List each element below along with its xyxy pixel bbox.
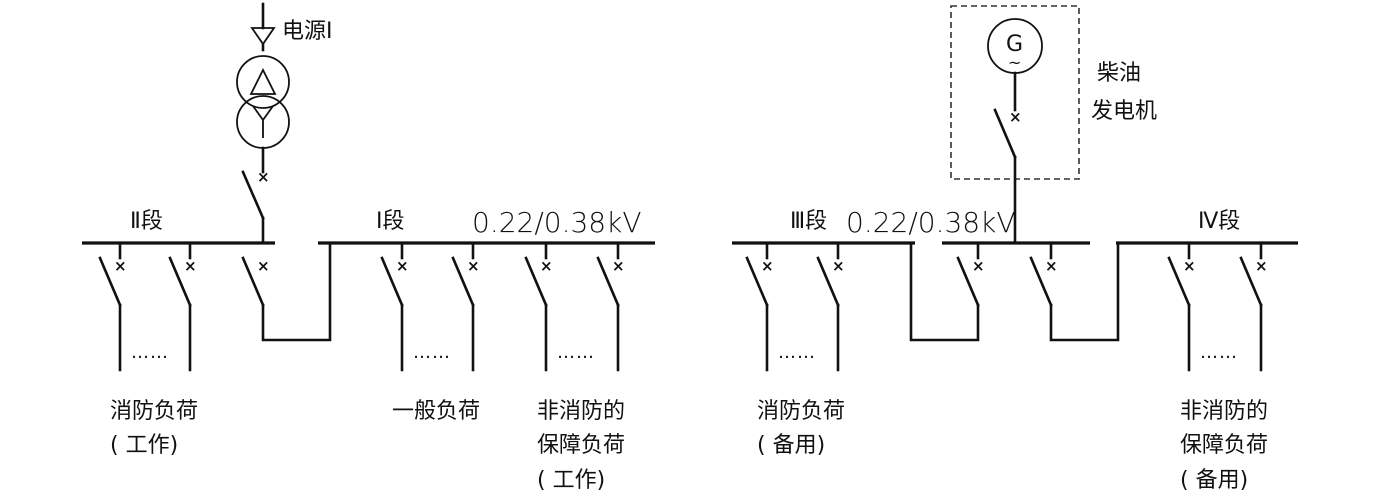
load-label-line: 非消防的 (537, 399, 625, 424)
breaker-mark: × (184, 257, 197, 275)
load-label-line: 消防负荷 (110, 399, 198, 424)
load-label-fire-work: 消防负荷 ( 工作) (110, 399, 198, 458)
ellipsis-nonfire-backup: …… (1200, 342, 1238, 363)
section-4-label: Ⅳ段 (1198, 209, 1240, 234)
load-label-line: ( 备用) (757, 433, 825, 458)
load-label-line: 保障负荷 (537, 433, 625, 458)
tie-breaker-right-2: × (1029, 241, 1120, 342)
switch-blade (524, 256, 548, 307)
transformer-icon (236, 55, 290, 149)
load-label-line: 非消防的 (1180, 399, 1268, 424)
switch-blade (380, 256, 404, 307)
generator-wave-icon: ~ (1008, 53, 1021, 72)
ellipsis-general: …… (413, 342, 451, 363)
power-source-incomer: 电源Ⅰ (250, 2, 333, 52)
load-label-line: 消防负荷 (757, 399, 845, 424)
feeder-fire-backup-2: × (816, 241, 845, 372)
feeder-general-1: × (380, 241, 409, 372)
load-label-fire-backup: 消防负荷 ( 备用) (757, 399, 845, 458)
feeder-nonfire-work-1: × (524, 241, 553, 372)
load-label-nonfire-work: 非消防的 保障负荷 ( 工作) (537, 399, 625, 493)
load-label-general: 一般负荷 (392, 399, 480, 424)
feeder-fire-work-2: × (168, 241, 197, 372)
load-label-line: ( 备用) (1180, 468, 1248, 493)
tie-right-1-breaker-mark: × (972, 257, 985, 275)
switch-blade (745, 256, 769, 307)
incomer-switch-blade (241, 170, 265, 220)
tie-left-breaker-mark: × (257, 257, 270, 275)
generator-breaker-mark: × (1009, 108, 1022, 126)
load-label-nonfire-backup: 非消防的 保障负荷 ( 备用) (1180, 399, 1268, 493)
tie-left-switch-blade (241, 256, 265, 307)
switch-blade (816, 256, 840, 307)
load-label-line: ( 工作) (110, 433, 178, 458)
breaker-mark: × (832, 257, 845, 275)
breaker-mark: × (1255, 257, 1268, 275)
wye-winding-icon (252, 105, 274, 138)
tie-breaker-left: × (241, 241, 332, 342)
feeder-fire-work-1: × (98, 241, 127, 372)
incomer-breaker: × (241, 146, 270, 245)
source-label: 电源Ⅰ (282, 19, 333, 44)
switch-blade (1239, 256, 1263, 307)
transformer-primary-winding (236, 55, 290, 109)
generator-switch-blade (993, 108, 1017, 159)
section-1-label: Ⅰ段 (376, 209, 405, 234)
tie-right-1-switch-blade (956, 256, 980, 307)
source-arrow-icon (250, 27, 276, 46)
feeder-nonfire-work-2: × (596, 241, 625, 372)
ellipsis-fire-work: …… (131, 342, 169, 363)
breaker-mark: × (1183, 257, 1196, 275)
feeder-nonfire-backup-1: × (1167, 241, 1196, 372)
switch-blade (596, 256, 620, 307)
tie-breaker-right-1: × (909, 241, 985, 342)
section-2-label: Ⅱ段 (130, 209, 163, 234)
generator-label-line2: 发电机 (1091, 99, 1157, 124)
delta-winding-icon (249, 67, 277, 95)
tie-right-2-switch-blade (1029, 256, 1053, 307)
ellipsis-nonfire-work: …… (557, 342, 595, 363)
breaker-mark: × (467, 257, 480, 275)
breaker-mark: × (114, 257, 127, 275)
generator-label-line1: 柴油 (1097, 61, 1141, 86)
switch-blade (168, 256, 192, 307)
feeder-general-2: × (451, 241, 480, 372)
switch-blade (1167, 256, 1191, 307)
breaker-mark: × (612, 257, 625, 275)
breaker-mark: × (540, 257, 553, 275)
tie-right-2-link (1049, 241, 1120, 342)
tie-right-2-breaker-mark: × (1045, 257, 1058, 275)
incomer-breaker-mark: × (257, 168, 270, 186)
left-voltage-label: 0.22/0.38kV (472, 206, 642, 239)
generator-symbol: G (1006, 32, 1023, 57)
section-3-label: Ⅲ段 (790, 209, 827, 234)
tie-right-1-link (909, 241, 980, 342)
breaker-mark: × (396, 257, 409, 275)
load-label-line: ( 工作) (537, 468, 605, 493)
switch-blade (451, 256, 475, 307)
tie-left-link (261, 241, 332, 342)
breaker-mark: × (761, 257, 774, 275)
right-voltage-label: 0.22/0.38kV (846, 206, 1016, 239)
load-label-line: 保障负荷 (1180, 433, 1268, 458)
feeder-nonfire-backup-2: × (1239, 241, 1268, 372)
feeder-fire-backup-1: × (745, 241, 774, 372)
load-label-line: 一般负荷 (392, 399, 480, 424)
switch-blade (98, 256, 122, 307)
ellipsis-fire-backup: …… (778, 342, 816, 363)
diesel-generator-enclosure: G ~ × (950, 5, 1080, 245)
